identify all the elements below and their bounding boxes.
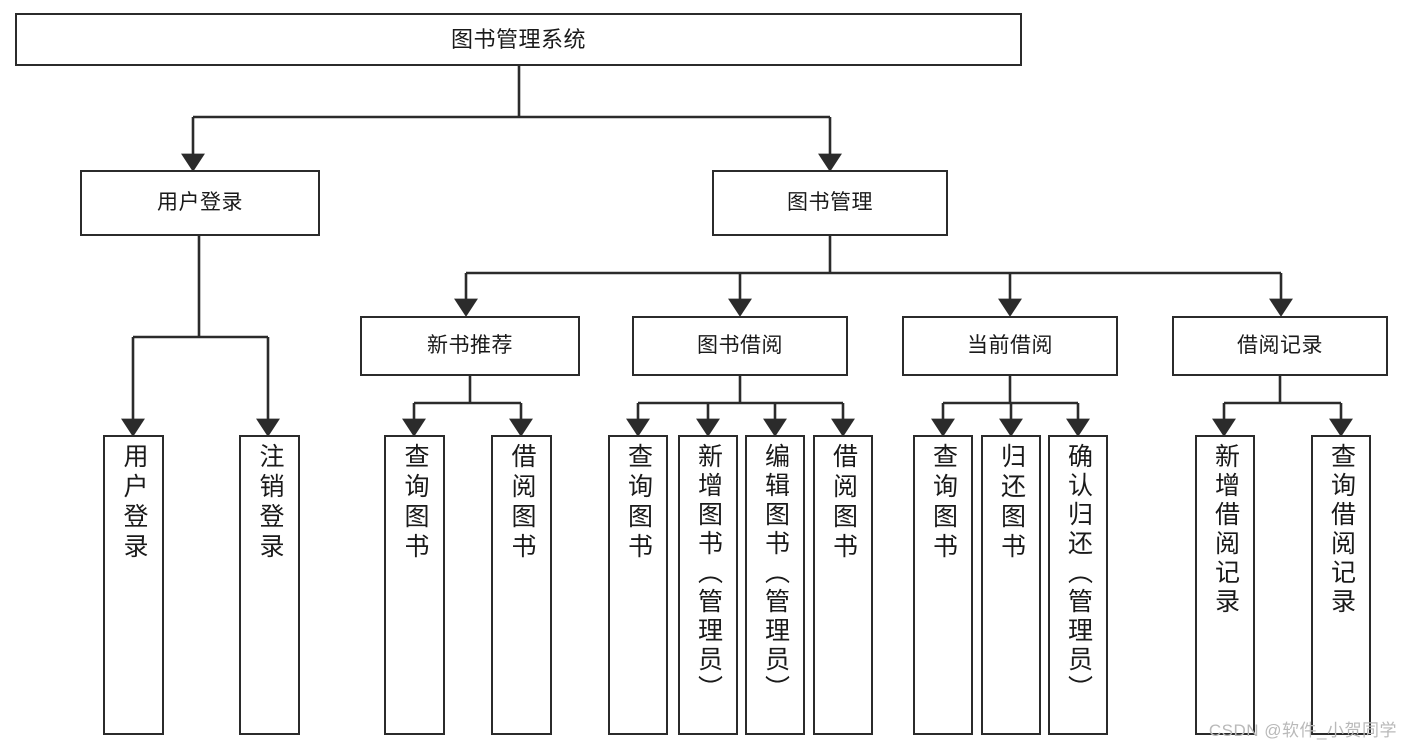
node-label: 借阅图书 xyxy=(508,443,536,563)
node-label: 查询借阅记录 xyxy=(1327,443,1356,617)
leaf-borrow-book[interactable]: 借阅图书 xyxy=(813,435,873,735)
node-label: 借阅图书 xyxy=(829,443,858,563)
node-label: 归还图书 xyxy=(997,443,1026,563)
node-label: 查询图书 xyxy=(401,443,429,563)
node-label: 查询图书 xyxy=(929,443,958,563)
node-borrow-record[interactable]: 借阅记录 xyxy=(1172,316,1388,376)
node-label: 借阅记录 xyxy=(1237,333,1323,357)
node-label: 图书管理 xyxy=(787,190,873,214)
node-label: 图书借阅 xyxy=(697,333,783,357)
node-label: 用户登录 xyxy=(157,190,243,214)
leaf-edit-book-admin[interactable]: 编辑图书（管理员） xyxy=(745,435,805,735)
node-label: 新增图书（管理员） xyxy=(694,443,723,704)
leaf-add-book-admin[interactable]: 新增图书（管理员） xyxy=(678,435,738,735)
node-user-login[interactable]: 用户登录 xyxy=(80,170,320,236)
watermark: CSDN @软件_小贺同学 xyxy=(1208,721,1397,740)
node-label: 新书推荐 xyxy=(427,333,513,357)
node-book-borrow[interactable]: 图书借阅 xyxy=(632,316,848,376)
leaf-query-borrow-record[interactable]: 查询借阅记录 xyxy=(1311,435,1371,735)
leaf-logout[interactable]: 注销登录 xyxy=(239,435,300,735)
node-label: 编辑图书（管理员） xyxy=(761,443,790,704)
leaf-user-login[interactable]: 用户登录 xyxy=(103,435,164,735)
node-label: 注销登录 xyxy=(256,443,284,563)
leaf-query-book-current[interactable]: 查询图书 xyxy=(913,435,973,735)
node-label: 查询图书 xyxy=(624,443,653,563)
node-current-borrow[interactable]: 当前借阅 xyxy=(902,316,1118,376)
leaf-borrow-book-recommend[interactable]: 借阅图书 xyxy=(491,435,552,735)
node-label: 确认归还（管理员） xyxy=(1064,443,1093,704)
node-label: 新增借阅记录 xyxy=(1211,443,1240,617)
node-book-management[interactable]: 图书管理 xyxy=(712,170,948,236)
leaf-confirm-return-admin[interactable]: 确认归还（管理员） xyxy=(1048,435,1108,735)
leaf-query-book-borrow[interactable]: 查询图书 xyxy=(608,435,668,735)
leaf-query-book-recommend[interactable]: 查询图书 xyxy=(384,435,445,735)
node-label: 当前借阅 xyxy=(967,333,1053,357)
node-label: 图书管理系统 xyxy=(450,26,586,52)
node-root-system[interactable]: 图书管理系统 xyxy=(15,13,1022,66)
node-label: 用户登录 xyxy=(120,443,148,563)
leaf-add-borrow-record[interactable]: 新增借阅记录 xyxy=(1195,435,1255,735)
leaf-return-book[interactable]: 归还图书 xyxy=(981,435,1041,735)
node-new-book-recommend[interactable]: 新书推荐 xyxy=(360,316,580,376)
